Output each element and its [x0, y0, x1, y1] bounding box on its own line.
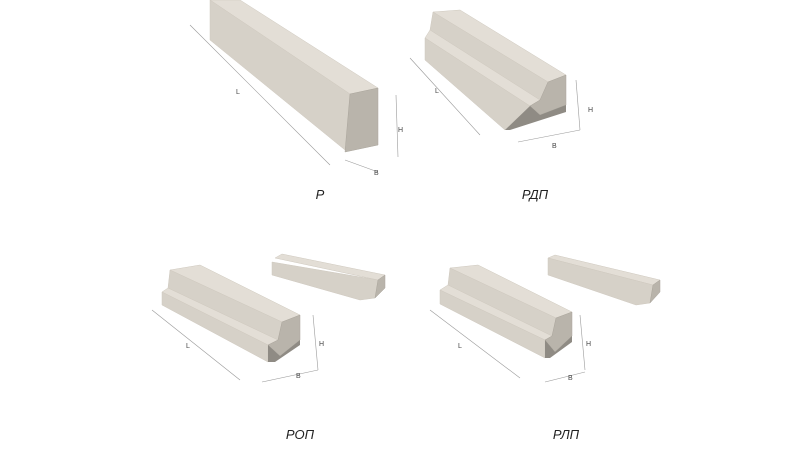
dim-height-label: Н — [319, 341, 324, 348]
piece-end-face — [374, 274, 386, 299]
caption-rop: РОП — [285, 427, 315, 442]
dim-width-label: В — [568, 375, 573, 382]
dim-length-line — [151, 309, 241, 381]
dim-width-line — [344, 159, 379, 173]
dim-height-line — [575, 79, 581, 131]
dim-height-line — [312, 314, 319, 371]
dim-width-line — [544, 371, 586, 383]
beam-end-shadow — [545, 336, 572, 358]
caption-r: Р — [315, 187, 325, 202]
dim-width-label: В — [374, 170, 379, 177]
dim-width-label: В — [552, 143, 557, 150]
beam-end-shadow — [268, 340, 300, 362]
dim-width-line — [261, 369, 319, 383]
dim-length-line — [429, 309, 521, 379]
piece-end-face — [649, 279, 661, 304]
dim-length-label: L — [435, 88, 439, 95]
dim-height-line — [579, 314, 586, 371]
dim-length-label: L — [236, 89, 240, 96]
dim-height-line — [395, 94, 399, 158]
dim-length-line — [409, 57, 481, 136]
dim-length-label: L — [458, 343, 462, 350]
piece-side-face — [547, 257, 654, 306]
dim-length-line — [189, 24, 331, 166]
dim-width-line — [517, 129, 581, 143]
beam-end-face — [344, 87, 379, 153]
dim-height-label: Н — [588, 107, 593, 114]
caption-rlp: РЛП — [552, 427, 580, 442]
dim-height-label: Н — [586, 341, 591, 348]
dim-length-label: L — [186, 343, 190, 350]
beam-end-shadow — [505, 105, 566, 130]
piece-side-face — [271, 261, 379, 301]
dim-height-label: Н — [398, 127, 403, 134]
caption-rdp: РДП — [521, 187, 549, 202]
dim-width-label: В — [296, 373, 301, 380]
